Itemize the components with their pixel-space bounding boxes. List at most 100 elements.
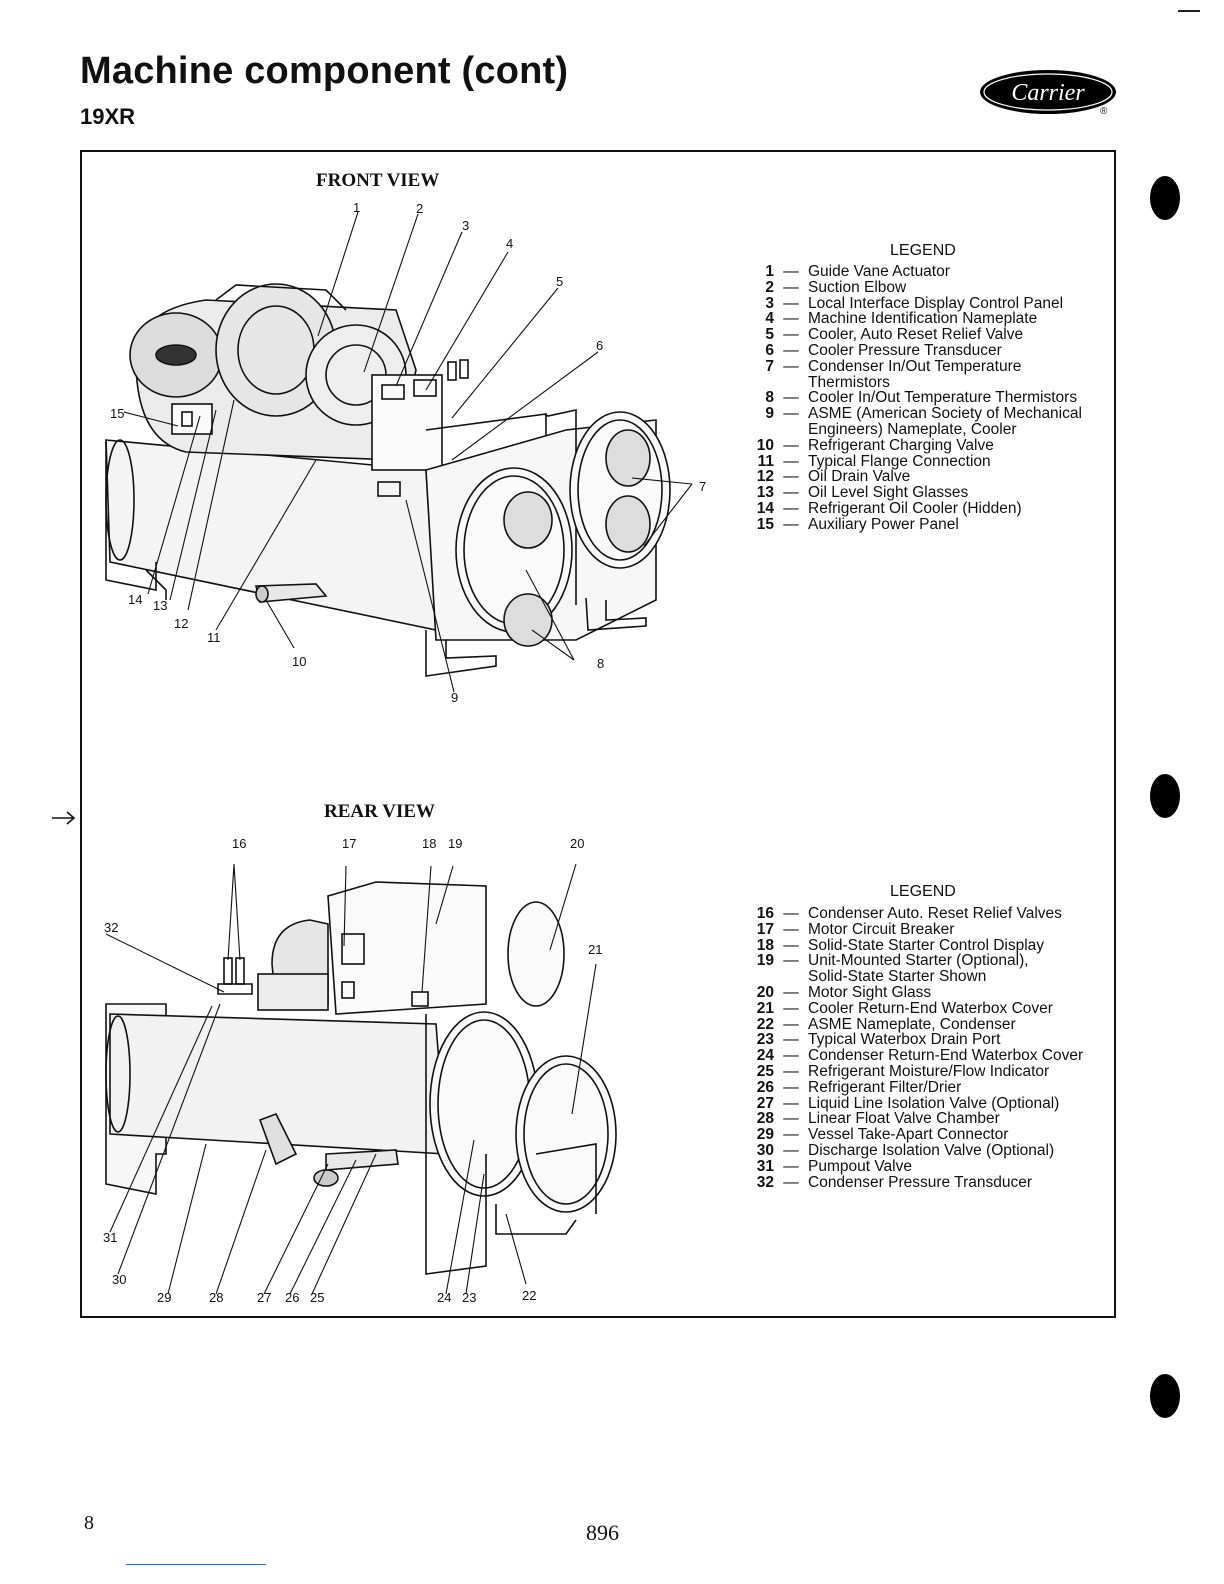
legend-text: Refrigerant Charging Valve	[808, 436, 994, 454]
footer-rule	[126, 1564, 266, 1565]
legend-dash: —	[783, 515, 799, 533]
legend-item: 13 — Oil Level Sight Glasses	[740, 485, 1082, 501]
legend-text: Refrigerant Moisture/Flow Indicator	[808, 1062, 1050, 1080]
callout-14: 14	[128, 592, 143, 607]
legend-number: 28	[756, 1110, 774, 1128]
legend-number: 2	[765, 278, 774, 296]
callout-22: 22	[522, 1288, 537, 1303]
figure-frame	[80, 150, 1116, 1318]
legend-text-continuation: Engineers) Nameplate, Cooler	[808, 420, 1017, 438]
legend-text: Vessel Take-Apart Connector	[808, 1126, 1009, 1144]
callout-17: 17	[342, 836, 357, 851]
legend-number: 24	[756, 1047, 774, 1065]
legend-dash: —	[783, 1141, 799, 1159]
legend-dash: —	[783, 1047, 799, 1065]
legend-number: 10	[756, 436, 774, 454]
legend-number: 12	[756, 468, 774, 486]
page-title: Machine component (cont)	[80, 50, 569, 92]
legend-number: 20	[756, 983, 774, 1001]
callout-11: 11	[207, 630, 221, 645]
legend-item: 29—Vessel Take-Apart Connector	[740, 1127, 1083, 1143]
legend-item: 14—Refrigerant Oil Cooler (Hidden)	[740, 501, 1082, 517]
legend-dash: —	[783, 920, 799, 938]
legend-number: 14	[756, 499, 774, 517]
legend-item: 32—Condenser Pressure Transducer	[740, 1173, 1083, 1191]
callout-26: 26	[285, 1290, 300, 1305]
legend-number: 30	[756, 1141, 774, 1159]
legend-number: 26	[756, 1078, 774, 1096]
legend-number: 9	[765, 405, 774, 423]
legend-number: 3	[765, 294, 774, 312]
legend-item: 27—Liquid Line Isolation Valve (Optional…	[740, 1094, 1083, 1112]
legend-dash: —	[783, 1157, 799, 1175]
front-view-illustration	[105, 211, 693, 693]
legend-number: 13	[756, 484, 774, 502]
callout-10: 10	[292, 654, 307, 669]
legend-item: 20—Motor Sight Glass	[740, 985, 1083, 1001]
legend-dash: —	[783, 468, 799, 486]
callout-3: 3	[462, 218, 470, 233]
binding-hole-top	[1150, 176, 1180, 220]
legend-text: Local Interface Display Control Panel	[808, 294, 1064, 312]
legend-text: Condenser Return-End Waterbox Cover	[808, 1047, 1084, 1065]
legend-dash: —	[783, 310, 799, 328]
legend-dash: —	[783, 1094, 799, 1112]
callout-1: 1	[353, 200, 361, 215]
legend-number: 5	[765, 326, 774, 344]
page-subtitle: 19XR	[80, 104, 136, 129]
corner-mark	[1178, 10, 1200, 12]
legend-text: Unit-Mounted Starter (Optional),	[808, 952, 1029, 970]
callout-21: 21	[588, 942, 603, 957]
legend-text: Oil Level Sight Glasses	[808, 484, 969, 502]
legend-item: 25—Refrigerant Moisture/Flow Indicator	[740, 1064, 1083, 1080]
callout-31: 31	[103, 1230, 118, 1245]
legend-text: Condenser In/Out Temperature	[808, 357, 1022, 375]
legend-number: 16	[756, 905, 774, 922]
callout-25: 25	[310, 1290, 325, 1305]
legend-text: Refrigerant Filter/Drier	[808, 1078, 962, 1096]
legend-number: 17	[756, 920, 774, 938]
legend-number: 7	[765, 357, 774, 375]
callout-13: 13	[153, 598, 168, 613]
legend-number: 4	[765, 310, 774, 328]
legend-item: 4 — Machine Identification Nameplate	[740, 311, 1082, 327]
callout-2: 2	[416, 201, 424, 216]
legend-dash: —	[783, 952, 799, 970]
legend-dash: —	[783, 1173, 799, 1191]
legend-dash: —	[783, 999, 799, 1017]
legend-dash: —	[783, 484, 799, 502]
legend-dash: —	[783, 436, 799, 454]
legend-dash: —	[783, 278, 799, 296]
legend-text: Oil Drain Valve	[808, 468, 911, 486]
callout-23: 23	[462, 1290, 477, 1305]
legend-text: ASME Nameplate, Condenser	[808, 1015, 1016, 1033]
legend-dash: —	[783, 1062, 799, 1080]
legend-item: 30—Discharge Isolation Valve (Optional)	[740, 1143, 1083, 1159]
logo-text: Carrier	[1011, 80, 1085, 106]
legend-number: 6	[765, 341, 774, 359]
legend-item: 1—Guide Vane Actuator	[740, 264, 1082, 280]
legend-dash: —	[783, 405, 799, 423]
callout-6: 6	[596, 338, 604, 353]
legend-text: Machine Identification Nameplate	[808, 310, 1038, 328]
legend-number: 8	[765, 389, 774, 407]
legend-number: 21	[756, 999, 774, 1017]
legend-text: Liquid Line Isolation Valve (Optional)	[808, 1094, 1060, 1112]
callout-28: 28	[209, 1290, 224, 1305]
legend-item: 7 — Condenser In/Out Temperature	[740, 357, 1082, 375]
legend-item: 28—Linear Float Valve Chamber	[740, 1111, 1083, 1127]
legend-dash: —	[783, 1015, 799, 1033]
legend-item: 11—Typical Flange Connection	[740, 453, 1082, 470]
legend-item: 16—Condenser Auto. Reset Relief Valves	[740, 906, 1083, 922]
legend-number: 29	[756, 1126, 774, 1144]
legend-dash: —	[783, 983, 799, 1001]
legend-text: Refrigerant Oil Cooler (Hidden)	[808, 499, 1022, 517]
legend-item: 10 — Refrigerant Charging Valve	[740, 436, 1082, 454]
legend-text-continuation: Thermistors	[808, 373, 890, 391]
legend-dash: —	[783, 357, 799, 375]
legend-text: Condenser Auto. Reset Relief Valves	[808, 905, 1062, 922]
callout-5: 5	[556, 274, 564, 289]
legend-text: Auxiliary Power Panel	[808, 515, 959, 533]
callout-18: 18	[422, 836, 437, 851]
